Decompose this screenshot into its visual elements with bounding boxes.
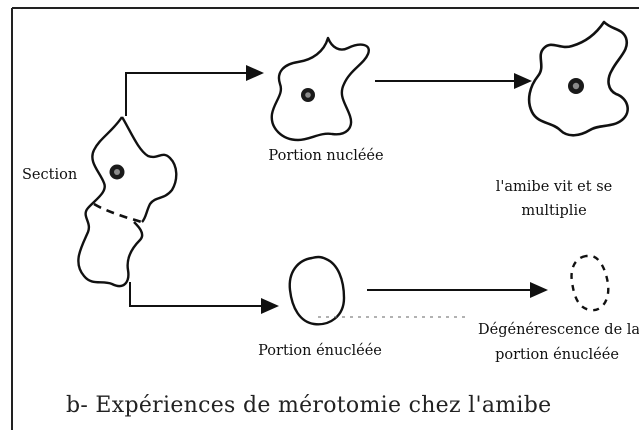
amibe-vit-label-line2: multiplie <box>521 203 587 219</box>
portion-enucleee-label: Portion énucléée <box>258 343 382 359</box>
figure-caption: b- Expériences de mérotomie chez l'amibe <box>66 393 552 418</box>
nucleated-portion-icon <box>270 36 370 142</box>
section-label: Section <box>22 167 78 183</box>
arrow-right-icon <box>125 65 264 116</box>
degenerating-portion-icon <box>570 254 610 312</box>
arrow-right-icon <box>129 282 279 314</box>
enucleated-portion-icon <box>288 255 346 326</box>
portion-nucleee-label: Portion nucléée <box>268 148 384 164</box>
degenerescence-label-line2: portion énucléée <box>495 347 619 363</box>
degenerescence-label-line1: Dégénérescence de la <box>478 322 639 338</box>
original-amoeba-icon <box>77 116 178 288</box>
amibe-vit-label-line1: l'amibe vit et se <box>495 179 613 195</box>
living-amoeba-icon <box>527 20 629 137</box>
